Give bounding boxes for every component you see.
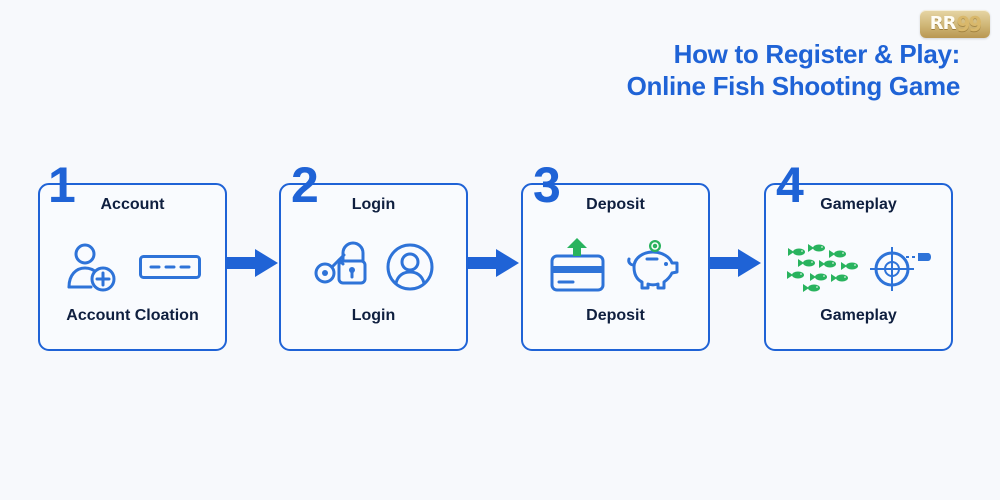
step-number: 1 (48, 157, 76, 213)
brand-logo-right: 99 (956, 12, 982, 36)
step-caption: Deposit (586, 307, 645, 324)
step-icons (523, 238, 708, 294)
step-card-account: Account Account Cloation (38, 183, 227, 351)
card-upload-icon (550, 238, 606, 294)
crosshair-icon (869, 241, 934, 293)
flow-arrow (468, 248, 520, 278)
brand-logo-left: RR (929, 13, 957, 34)
password-field-icon (138, 255, 201, 279)
step-card-gameplay: Gameplay (764, 183, 953, 351)
step-card-deposit: Deposit Deposit (521, 183, 710, 351)
step-number: 2 (291, 157, 319, 213)
fish-school-icon (784, 242, 864, 292)
user-add-icon (65, 241, 121, 293)
step-title: Account (100, 196, 165, 213)
step-caption: Login (351, 307, 396, 324)
step-title: Deposit (586, 196, 645, 213)
page-title: How to Register & Play: Online Fish Shoo… (626, 38, 961, 102)
step-caption: Account Cloation (66, 307, 199, 324)
brand-logo: RR 99 (920, 10, 990, 38)
step-icons (281, 241, 466, 293)
page-title-line-2: Online Fish Shooting Game (626, 71, 961, 101)
step-caption: Gameplay (820, 307, 897, 324)
step-number: 3 (533, 157, 561, 213)
user-circle-icon (385, 242, 435, 292)
step-card-login: Login Login (279, 183, 468, 351)
step-title: Login (351, 196, 396, 213)
flow-arrow (710, 248, 762, 278)
step-icons (766, 241, 951, 293)
flow-arrow (227, 248, 279, 278)
page-title-line-1: How to Register & Play: (673, 39, 961, 69)
step-title: Gameplay (820, 196, 897, 213)
step-number: 4 (776, 157, 804, 213)
key-lock-icon (313, 241, 367, 293)
step-icons (40, 241, 225, 293)
piggy-bank-icon (624, 240, 682, 293)
